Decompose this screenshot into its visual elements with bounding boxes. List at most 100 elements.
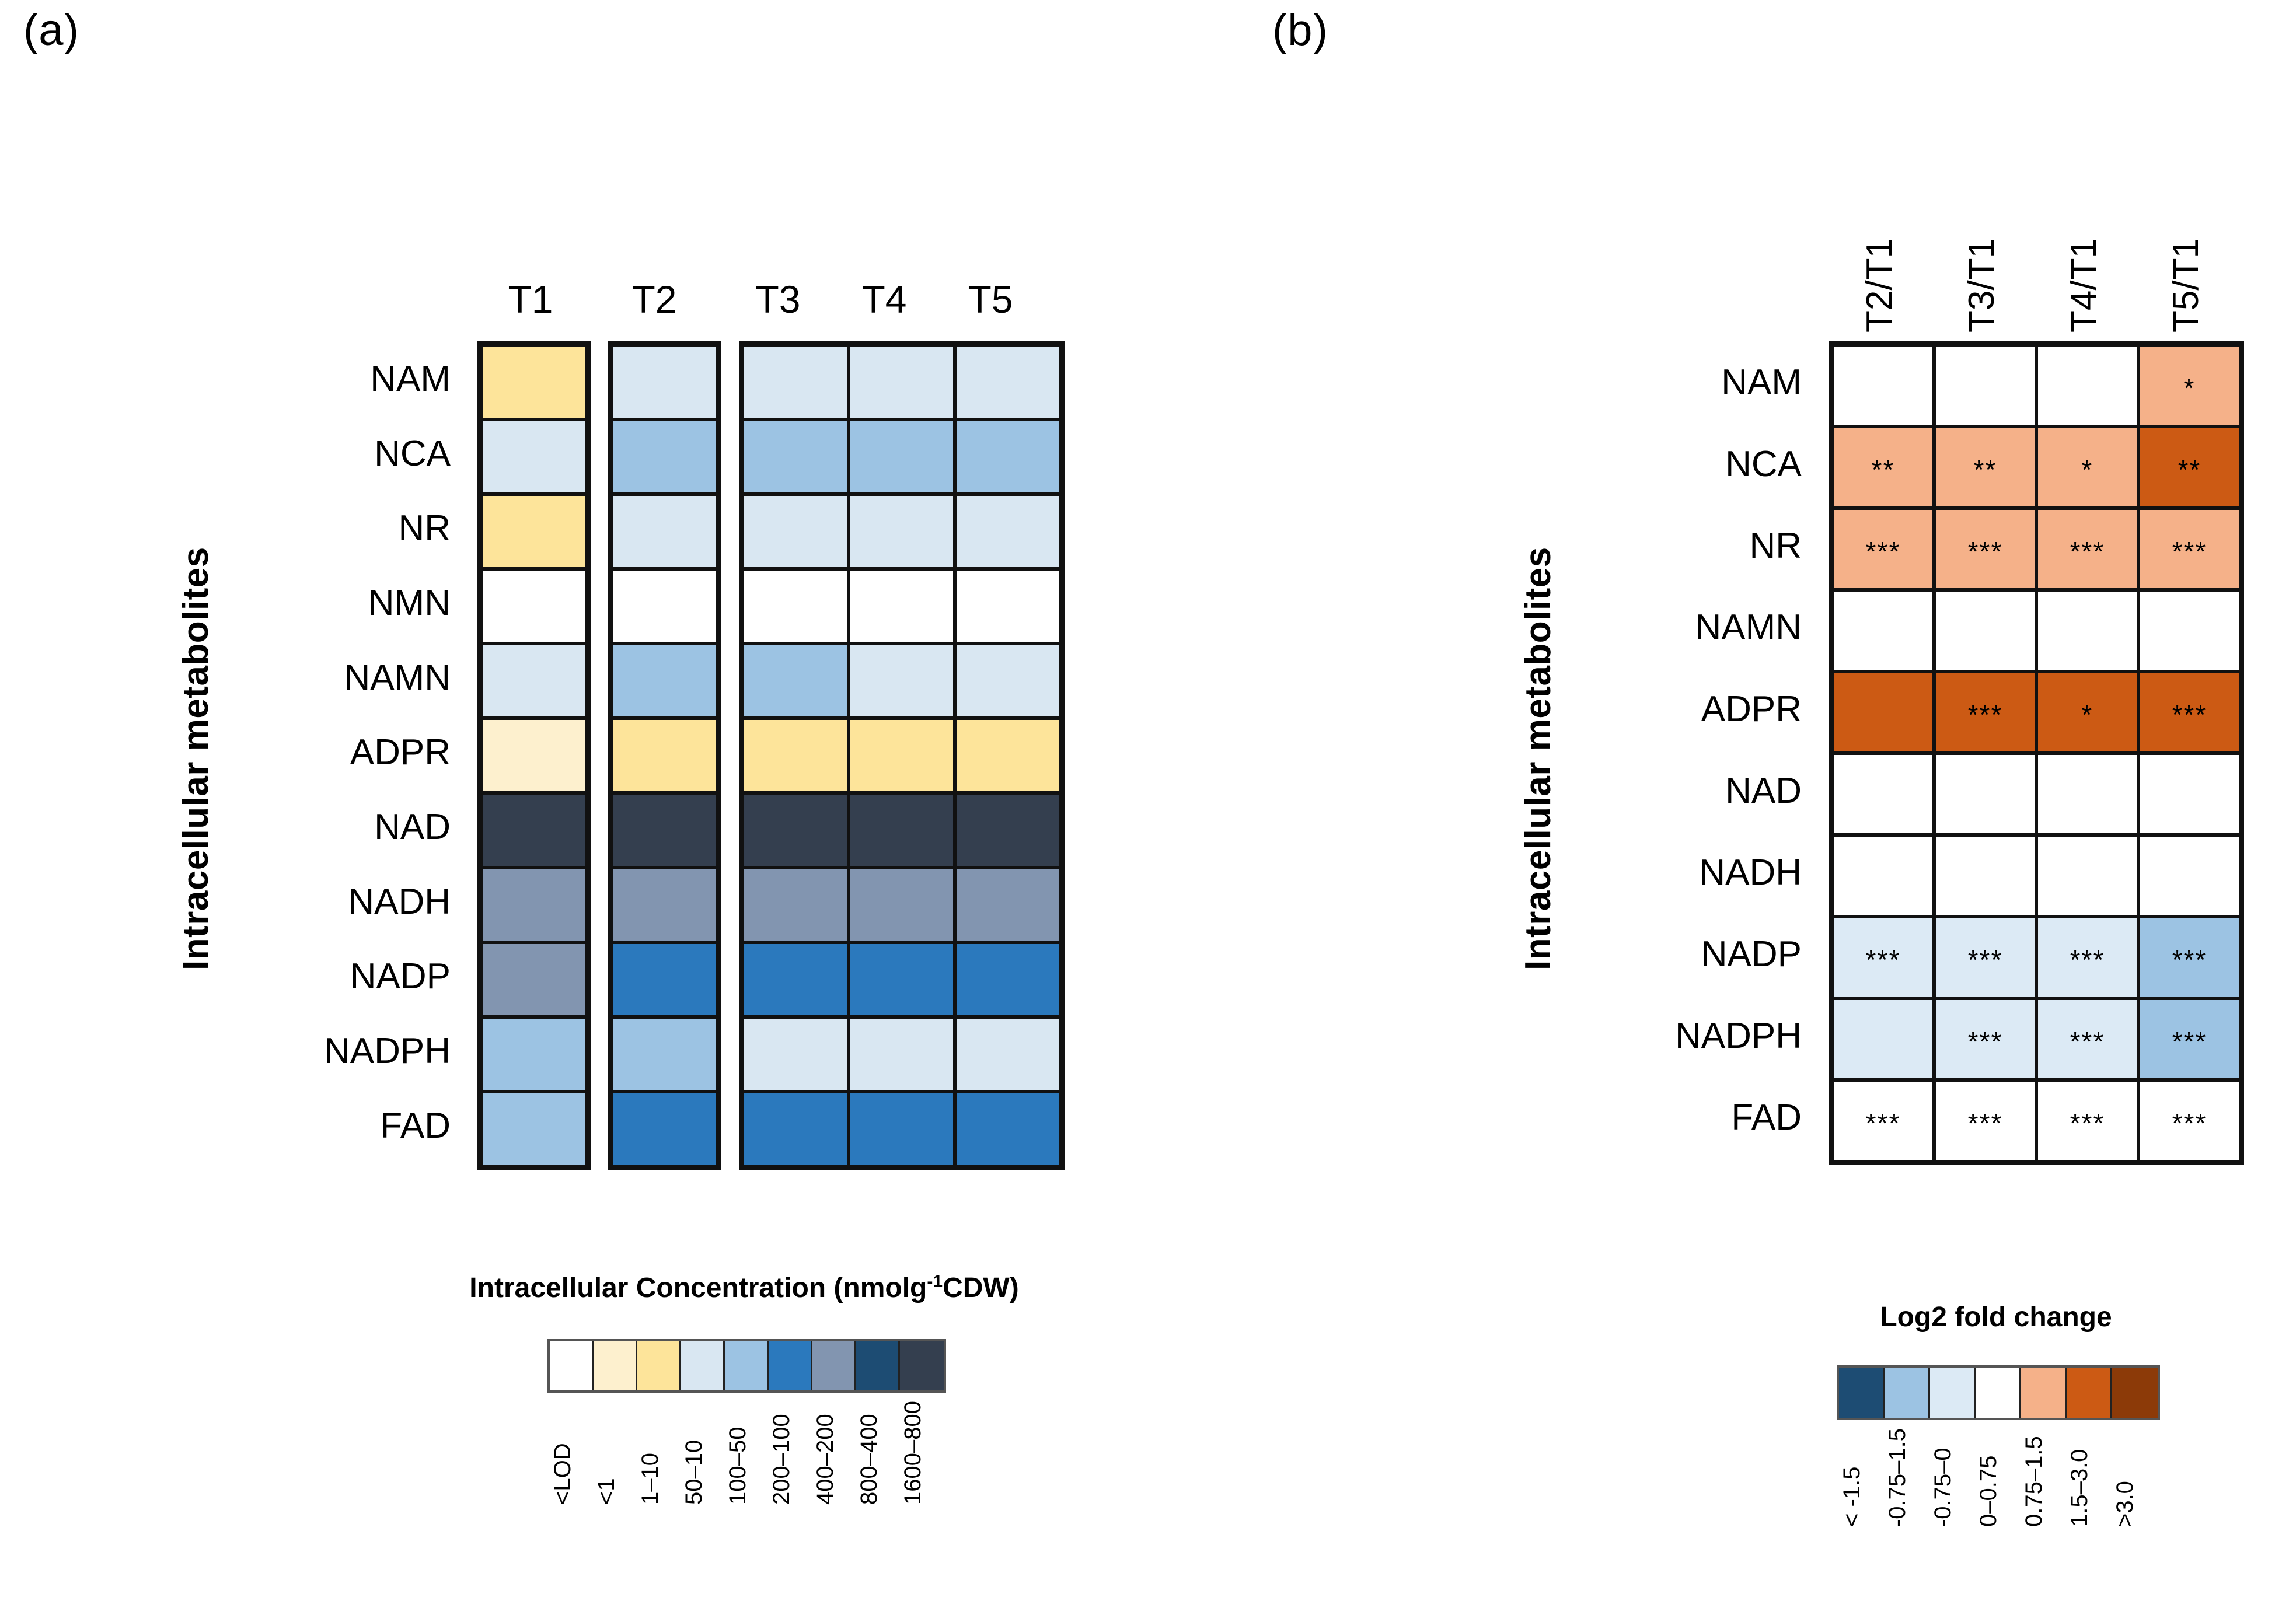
column-header-t4-over-t1: T4/T1 [2064, 238, 2104, 333]
row-label-namn: NAMN [1695, 607, 1802, 648]
legend-swatch-4 [2021, 1368, 2067, 1418]
heatmap-row [1832, 753, 2241, 835]
row-label-namn: NAMN [344, 657, 451, 698]
heatmap-cell-nca-t2-over-t1: ** [1832, 427, 1934, 508]
heatmap-cell-adpr-t3-over-t1: *** [1934, 672, 2036, 753]
legend-label-5: 200–100 [768, 1414, 794, 1505]
heatmap-row [742, 718, 1061, 793]
legend-swatch-2 [637, 1341, 681, 1390]
heatmap-row [612, 718, 718, 793]
heatmap-cell-adpr-t5-over-t1: *** [2138, 672, 2241, 753]
heatmap-cell-nr-t5-over-t1: *** [2138, 508, 2241, 590]
heatmap-cell-nr-t5 [955, 494, 1061, 569]
legend-swatch-6 [2112, 1368, 2158, 1418]
heatmap-row [481, 494, 587, 569]
heatmap-cell-nadh-t5 [955, 868, 1061, 942]
heatmap-cell-nca-t3 [742, 420, 849, 494]
heatmap-cell-nr-t3-over-t1: *** [1934, 508, 2036, 590]
row-label-nadp: NADP [350, 956, 451, 997]
heatmap-row [742, 644, 1061, 718]
heatmap-cell-nr-t2 [612, 494, 718, 569]
heatmap-cell-fad-t2 [612, 1092, 718, 1166]
panel-b-grid: ****************************************… [1829, 341, 2244, 1165]
legend-swatch-7 [856, 1341, 900, 1390]
heatmap-cell-adpr-t1 [481, 718, 587, 793]
heatmap-row [742, 494, 1061, 569]
panel-b-label: (b) [1272, 5, 1328, 55]
heatmap-row: ************ [1832, 917, 2241, 998]
legend-swatch-1 [1885, 1368, 1930, 1418]
heatmap-cell-fad-t5 [955, 1092, 1061, 1166]
heatmap-row [481, 644, 587, 718]
column-group-t2 [608, 341, 721, 1170]
heatmap-cell-nam-t5-over-t1: * [2138, 345, 2241, 427]
legend-label-0: <LOD [549, 1443, 575, 1505]
row-label-nadh: NADH [348, 881, 451, 922]
legend-label-2: -0.75–0 [1930, 1448, 1956, 1527]
heatmap-cell-nca-t2 [612, 420, 718, 494]
heatmap-cell-nadp-t5-over-t1: *** [2138, 917, 2241, 998]
row-label-nmn: NMN [368, 582, 451, 623]
panel-a-heatmap [477, 341, 1065, 1170]
heatmap-cell-adpr-t4-over-t1: * [2036, 672, 2138, 753]
column-header-t5-over-t1: T5/T1 [2166, 238, 2206, 333]
legend-label-8: 1600–800 [899, 1401, 926, 1505]
heatmap-cell-namn-t2-over-t1 [1832, 590, 1934, 672]
panel-a-label: (a) [23, 5, 79, 55]
heatmap-row [612, 420, 718, 494]
heatmap-row [612, 1092, 718, 1166]
heatmap-cell-nadph-t2 [612, 1017, 718, 1092]
heatmap-cell-nadph-t5 [955, 1017, 1061, 1092]
heatmap-cell-nadh-t4-over-t1 [2036, 835, 2138, 917]
legend-label-3: 0–0.75 [1976, 1455, 2001, 1527]
heatmap-row: * [1832, 345, 2241, 427]
heatmap-row [612, 942, 718, 1017]
row-label-nr: NR [1749, 525, 1802, 566]
heatmap-cell-nadph-t2-over-t1 [1832, 998, 1934, 1080]
row-label-nadh: NADH [1699, 852, 1802, 893]
column-header-t1: T1 [508, 278, 553, 321]
heatmap-cell-fad-t5-over-t1: *** [2138, 1080, 2241, 1162]
heatmap-row [481, 718, 587, 793]
legend-label-6: 400–200 [812, 1414, 838, 1505]
heatmap-cell-nadh-t3-over-t1 [1934, 835, 2036, 917]
heatmap-cell-nad-t2-over-t1 [1832, 753, 1934, 835]
heatmap-cell-nad-t1 [481, 793, 587, 868]
heatmap-row [612, 793, 718, 868]
heatmap-cell-namn-t3-over-t1 [1934, 590, 2036, 672]
row-label-nam: NAM [1721, 362, 1802, 403]
heatmap-row [481, 569, 587, 644]
heatmap-cell-nca-t5 [955, 420, 1061, 494]
legend-swatch-0 [1839, 1368, 1885, 1418]
heatmap-row [612, 494, 718, 569]
heatmap-cell-nam-t4 [849, 345, 955, 420]
legend-label-4: 0.75–1.5 [2021, 1436, 2047, 1527]
heatmap-row [481, 345, 587, 420]
row-label-fad: FAD [1731, 1097, 1802, 1138]
heatmap-cell-nam-t5 [955, 345, 1061, 420]
legend-label-4: 100–50 [724, 1427, 751, 1505]
heatmap-row [742, 420, 1061, 494]
heatmap-cell-nadp-t2-over-t1: *** [1832, 917, 1934, 998]
legend-label-3: 50–10 [681, 1439, 707, 1505]
heatmap-cell-nad-t5-over-t1 [2138, 753, 2241, 835]
heatmap-cell-nmn-t2 [612, 569, 718, 644]
heatmap-cell-nam-t1 [481, 345, 587, 420]
column-header-t3: T3 [755, 278, 801, 321]
heatmap-cell-adpr-t4 [849, 718, 955, 793]
heatmap-cell-nadh-t5-over-t1 [2138, 835, 2241, 917]
heatmap-cell-nam-t4-over-t1 [2036, 345, 2138, 427]
heatmap-cell-namn-t4-over-t1 [2036, 590, 2138, 672]
legend-label-7: 800–400 [856, 1414, 882, 1505]
heatmap-cell-nam-t3-over-t1 [1934, 345, 2036, 427]
heatmap-row [742, 1017, 1061, 1092]
heatmap-cell-nad-t3 [742, 793, 849, 868]
column-header-t5: T5 [968, 278, 1013, 321]
legend-label-5: 1.5–3.0 [2067, 1449, 2092, 1527]
row-label-nadph: NADPH [1674, 1015, 1802, 1056]
heatmap-row [742, 1092, 1061, 1166]
heatmap-cell-nadp-t3-over-t1: *** [1934, 917, 2036, 998]
